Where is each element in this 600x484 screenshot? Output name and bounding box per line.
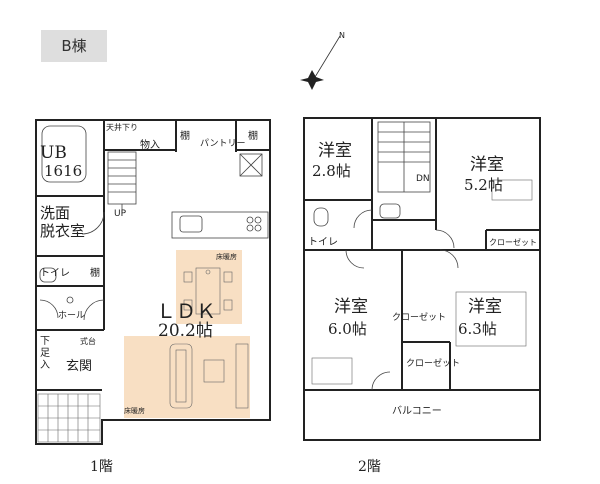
shelf-a-label: 棚 [180,129,190,142]
floor2-label: 2階 [358,459,381,475]
room4-size-label: 6.3帖 [458,320,497,338]
floor1-plan [35,119,271,445]
stairs-up-label: UP [114,209,127,219]
floor1-label: 1階 [90,459,113,475]
bath-label: UB [40,143,67,163]
floor-heating-zone-a [176,250,242,324]
closet-c-label: クローゼット [406,357,460,369]
shikidai-label: 式台 [80,336,96,346]
closet-a-label: クローゼット [489,237,537,247]
shelf-c-label: 棚 [90,266,100,279]
wash-label-1: 洗面 [40,204,70,222]
room2-size-label: 5.2帖 [464,176,503,194]
floor-heating-label-b: 床暖房 [124,406,145,415]
ceiling-storage-label: 天井下り [106,122,138,132]
compass-north-label: N [339,31,345,40]
compass-icon: N [300,31,345,90]
entrance-label: 玄関 [66,359,92,374]
f1-toilet-label: トイレ [40,268,70,279]
bath-size-label: 1616 [44,162,82,180]
storage-label: 物入 [140,138,160,151]
room3-size-label: 6.0帖 [328,320,367,338]
room4-label: 洋室 [468,297,502,317]
room2-label: 洋室 [470,155,504,175]
floor-heating-zone-b [124,336,250,418]
ldk-label: ＬＤＫ [156,299,216,323]
shelf-b-label: 棚 [248,129,258,142]
hall-label: ホール [58,310,85,321]
pantry-label: パントリー [200,138,245,149]
ldk-size-label: 20.2帖 [158,321,213,341]
balcony-label: バルコニー [392,405,442,417]
shoe-label-1: 下 [40,336,50,347]
floor2-plan [303,117,541,441]
f2-toilet-label: トイレ [308,237,338,248]
shoe-label-3: 入 [40,360,50,371]
room1-size-label: 2.8帖 [312,162,351,180]
closet-b-label: クローゼット [392,311,446,323]
floor-heating-label-a: 床暖房 [216,252,237,261]
room3-label: 洋室 [334,297,368,317]
room1-label: 洋室 [318,141,352,161]
wash-label-2: 脱衣室 [40,222,85,240]
building-tag: B棟 [41,30,107,62]
stairs-dn-label: DN [416,174,430,184]
shoe-label-2: 足 [40,347,50,359]
